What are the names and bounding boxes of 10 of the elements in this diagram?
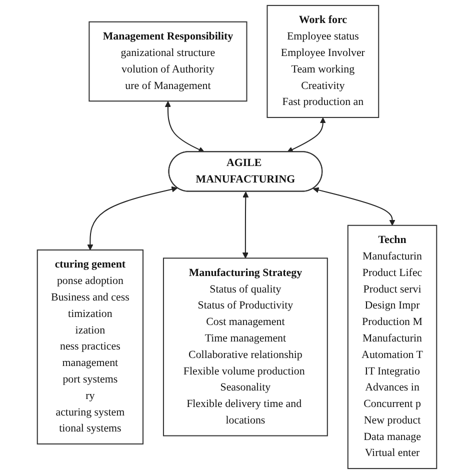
arrow [242,192,249,258]
arrow [87,186,178,250]
node-box: Work forc Employee status Employee Involver Team working Creativity Fast production an [266,4,380,118]
arrow [164,101,204,152]
arrow [312,187,396,226]
arrow [287,117,326,152]
node-box: Manufacturing Strategy Status of quality Status of Productivity Cost management Time management Collaborative relationship Flexible volume production Seasonality Flexible delivery time and locations [162,258,328,436]
node-box: cturing gement ponse adoption Business and cess timization ization ness practices management port systems ry acturing system tional systems [36,249,144,444]
node-box: Techn Manufacturin Product Lifec Product servi Design Impr Production M Manufacturin Automation T IT Integratio Advances in Concurrent p New product Data manage Virtual enter [347,224,438,470]
node-box: Management Responsibility ganizational structure volution of Authority ure of Management [88,21,248,102]
